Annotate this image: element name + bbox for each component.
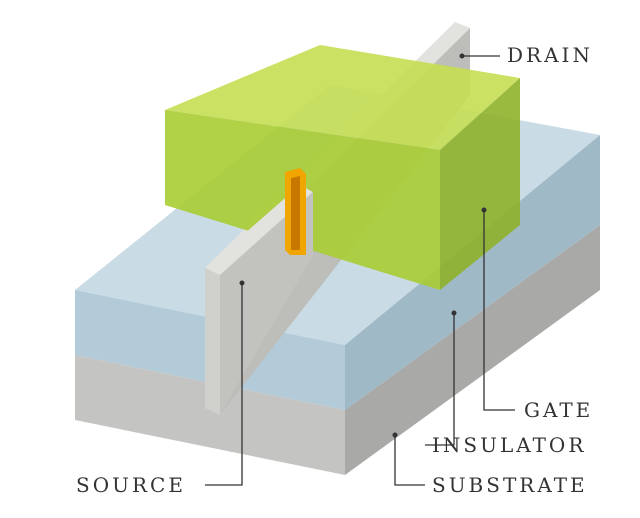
label-substrate: SUBSTRATE [432,473,588,497]
channel [285,168,306,255]
leader-dots [239,53,487,438]
label-drain: DRAIN [507,43,593,67]
label-gate: GATE [524,398,594,422]
substrate-block [75,225,600,475]
leader-lines [205,55,515,486]
label-insulator: INSULATOR [432,433,587,457]
label-source: SOURCE [76,473,186,497]
